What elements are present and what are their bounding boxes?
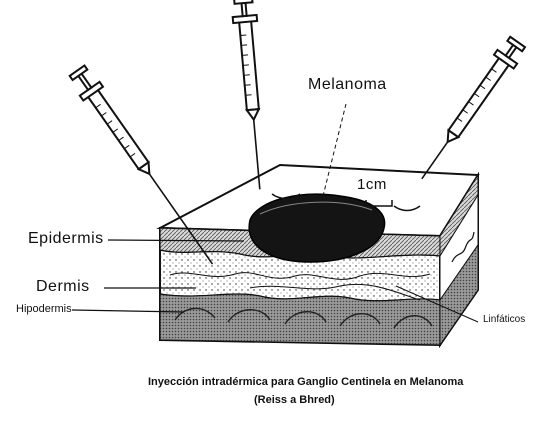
dermis-label: Dermis — [36, 278, 90, 296]
melanoma-label: Melanoma — [308, 76, 387, 94]
caption-line-1: Inyección intradérmica para Ganglio Cent… — [148, 376, 463, 388]
syringe-center — [231, 0, 272, 190]
hypodermis-label: Hipodermis — [16, 303, 72, 315]
epidermis-label: Epidermis — [28, 230, 104, 248]
caption-line-2: (Reiss a Bhred) — [254, 394, 335, 406]
lymphatics-label: Linfáticos — [483, 314, 525, 325]
syringe-right — [412, 35, 527, 186]
hypodermis-layer — [160, 294, 440, 345]
scale-label: 1cm — [357, 176, 387, 193]
